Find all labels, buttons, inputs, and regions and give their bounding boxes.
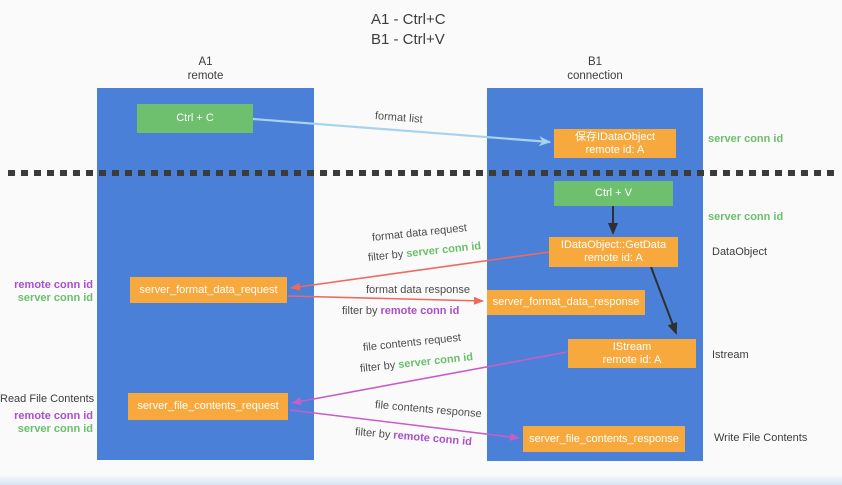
annotation-read-file-contents: Read File Contents [0, 393, 95, 405]
node-file-response-label: server_file_contents_response [529, 432, 679, 445]
node-save-line2: remote id: A [585, 143, 645, 156]
server-conn-id-text: server conn id [397, 351, 474, 371]
node-ctrl-v-label: Ctrl + V [595, 187, 632, 199]
filter-by-text: filter by [367, 248, 404, 264]
node-save-line1: 保存IDataObject [574, 130, 656, 143]
node-format-response-label: server_format_data_response [492, 296, 640, 308]
column-header-b1: B1 connection [487, 55, 703, 83]
node-server-file-contents-response: server_file_contents_response [523, 426, 685, 452]
node-ctrl-c-label: Ctrl + C [176, 112, 214, 124]
annotation-server-conn-id-left-2: server conn id [17, 423, 93, 435]
node-idataobject-getdata: IDataObject::GetData remote id: A [549, 237, 678, 267]
remote-conn-id-text: remote conn id [392, 429, 473, 449]
annotation-server-conn-id-mid: server conn id [708, 211, 784, 223]
column-b1-name: B1 [587, 56, 603, 68]
label-format-list: format list [374, 110, 424, 126]
label-format-data-request: format data request [371, 222, 468, 244]
node-server-format-data-request: server_format_data_request [130, 277, 287, 303]
title-line2: B1 - Ctrl+V [371, 31, 445, 48]
annotation-server-conn-id-top: server conn id [708, 133, 784, 145]
node-file-request-label: server_file_contents_request [137, 400, 279, 412]
diagram-title: A1 - Ctrl+C B1 - Ctrl+V [371, 10, 446, 50]
node-istream-line2: remote id: A [602, 353, 662, 366]
label-file-contents-response: file contents response [374, 399, 483, 421]
node-getdata-line2: remote id: A [584, 252, 643, 264]
title-line1: A1 - Ctrl+C [371, 11, 446, 28]
node-format-request-label: server_format_data_request [139, 283, 278, 296]
annotation-istream: Istream [712, 349, 749, 361]
filter-by-text: filter by [359, 359, 396, 375]
column-a1-name: A1 [198, 56, 213, 68]
annotation-remote-conn-id-1: remote conn id [14, 279, 93, 291]
node-getdata-line1: IDataObject::GetData [560, 239, 667, 251]
server-conn-id-text: server conn id [405, 240, 482, 260]
column-a1-role: remote [187, 70, 224, 82]
annotation-write-file-contents: Write File Contents [714, 432, 808, 444]
annotation-server-conn-id-left-1: server conn id [17, 292, 93, 304]
node-ctrl-c: Ctrl + C [137, 104, 253, 133]
column-b1-role: connection [567, 70, 623, 82]
column-header-a1: A1 remote [97, 55, 314, 83]
label-format-data-response: format data response [366, 284, 470, 296]
annotation-remote-conn-id-2: remote conn id [14, 410, 93, 422]
node-istream-line1: IStream [612, 340, 652, 353]
machine-boundary-dotted-line [8, 170, 834, 176]
node-ctrl-v: Ctrl + V [554, 181, 673, 206]
bottom-fade [0, 475, 842, 485]
arrow-format-data-response [287, 295, 484, 305]
node-server-file-contents-request: server_file_contents_request [128, 393, 288, 420]
node-server-format-data-response: server_format_data_response [487, 290, 645, 315]
node-save-idataobject: 保存IDataObject remote id: A [554, 129, 676, 158]
annotation-dataobject: DataObject [712, 246, 768, 258]
node-istream: IStream remote id: A [568, 339, 696, 368]
label-file-contents-request: file contents request [362, 331, 462, 354]
remote-conn-id-text: remote conn id [380, 305, 460, 317]
filter-by-text: filter by [354, 426, 391, 442]
filter-by-text: filter by [342, 305, 378, 317]
